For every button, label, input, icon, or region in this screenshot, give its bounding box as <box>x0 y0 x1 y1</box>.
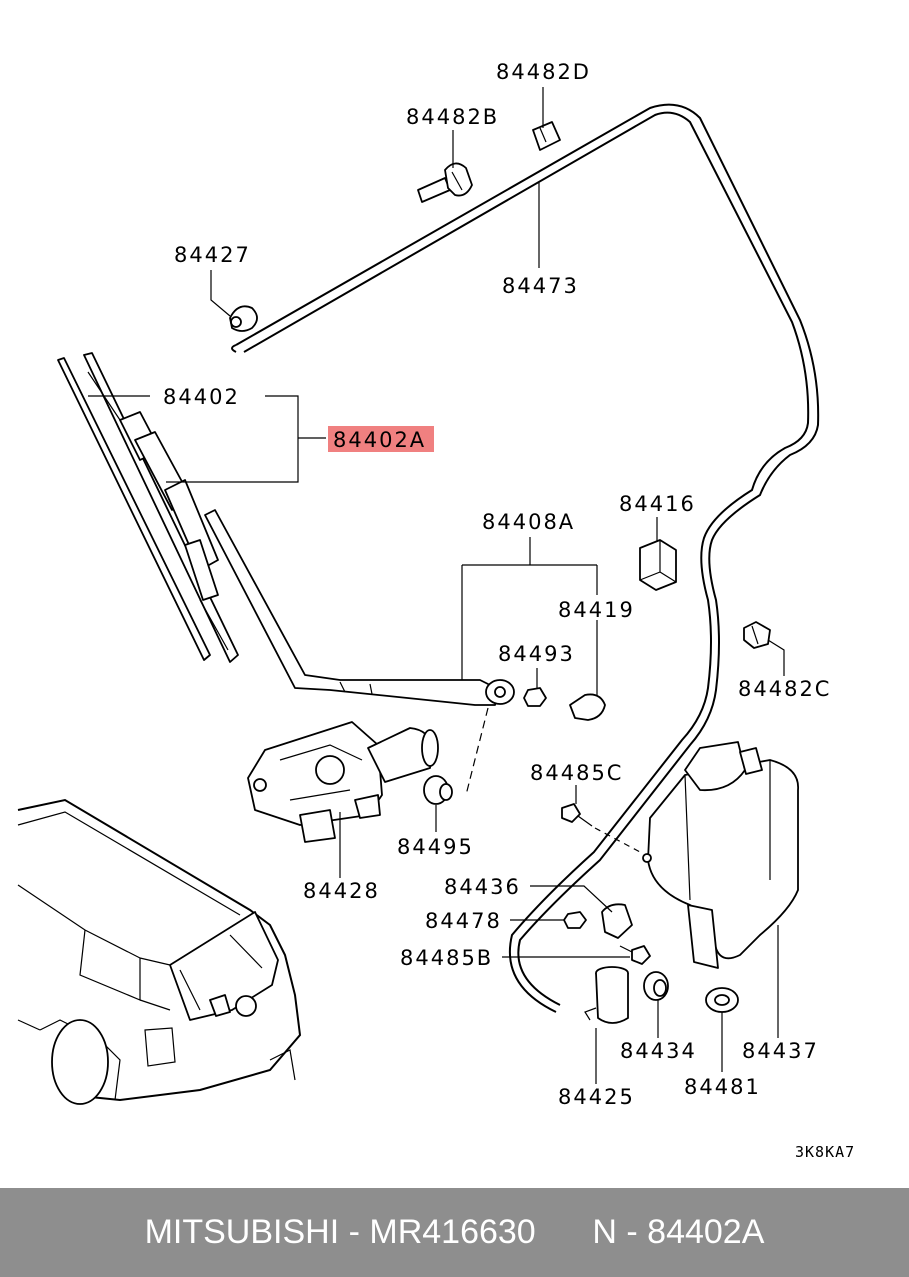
label-84485b[interactable]: 84485B <box>400 946 493 970</box>
label-84408a[interactable]: 84408A <box>482 510 575 534</box>
bolt-84485c <box>561 803 593 827</box>
seal-84481 <box>705 987 739 1013</box>
label-84482d[interactable]: 84482D <box>496 60 591 84</box>
grommet-84434 <box>643 971 669 1001</box>
bolt-84485b <box>619 945 651 965</box>
vehicle-sketch <box>17 798 302 1105</box>
label-84402[interactable]: 84402 <box>163 385 240 409</box>
label-84419[interactable]: 84419 <box>558 598 635 622</box>
label-84436[interactable]: 84436 <box>444 875 521 899</box>
nut-84493 <box>523 687 547 707</box>
label-84434[interactable]: 84434 <box>620 1039 697 1063</box>
part-labels: 84482D 84482B 84427 84473 84402 84402A 8… <box>163 60 855 1161</box>
nut-84478 <box>563 911 587 929</box>
motor-84428 <box>247 721 439 843</box>
diagram-code: 3K8KA7 <box>795 1143 855 1161</box>
label-84495[interactable]: 84495 <box>397 835 474 859</box>
footer-ref: N - 84402A <box>592 1213 765 1251</box>
label-84485c[interactable]: 84485C <box>530 761 623 785</box>
label-84437[interactable]: 84437 <box>742 1039 819 1063</box>
cap-84416 <box>639 539 677 591</box>
pump-84425 <box>584 966 629 1024</box>
label-84402a[interactable]: 84402A <box>333 428 426 452</box>
nozzle-84427 <box>229 305 258 332</box>
wiper-arm-84408a <box>204 509 515 706</box>
leader-lines <box>88 87 785 1084</box>
tank-84437 <box>642 741 799 969</box>
label-84428[interactable]: 84428 <box>303 879 380 903</box>
washer-hose <box>231 103 820 1013</box>
bracket-84436 <box>601 903 633 939</box>
footer-brand-part: MITSUBISHI - MR416630 <box>144 1213 536 1251</box>
cover-84419 <box>569 693 606 721</box>
clip-84482c <box>743 621 771 649</box>
highlight-box <box>328 426 434 452</box>
label-84482c[interactable]: 84482C <box>738 677 831 701</box>
label-84482b[interactable]: 84482B <box>406 105 499 129</box>
wiper-blade-84402 <box>57 352 239 663</box>
footer-spacer <box>536 1213 593 1252</box>
clamp-84482b <box>417 162 473 203</box>
label-84425[interactable]: 84425 <box>558 1085 635 1109</box>
label-84427[interactable]: 84427 <box>174 243 251 267</box>
grommet-84495 <box>423 775 453 805</box>
clip-84482d <box>532 121 561 151</box>
label-84416[interactable]: 84416 <box>619 492 696 516</box>
footer-bar: MITSUBISHI - MR416630 N - 84402A <box>0 1188 909 1277</box>
parts-diagram: 84482D 84482B 84427 84473 84402 84402A 8… <box>17 60 855 1161</box>
label-84481[interactable]: 84481 <box>684 1075 761 1099</box>
label-84478[interactable]: 84478 <box>425 909 502 933</box>
label-84493[interactable]: 84493 <box>498 642 575 666</box>
label-84473[interactable]: 84473 <box>502 274 579 298</box>
